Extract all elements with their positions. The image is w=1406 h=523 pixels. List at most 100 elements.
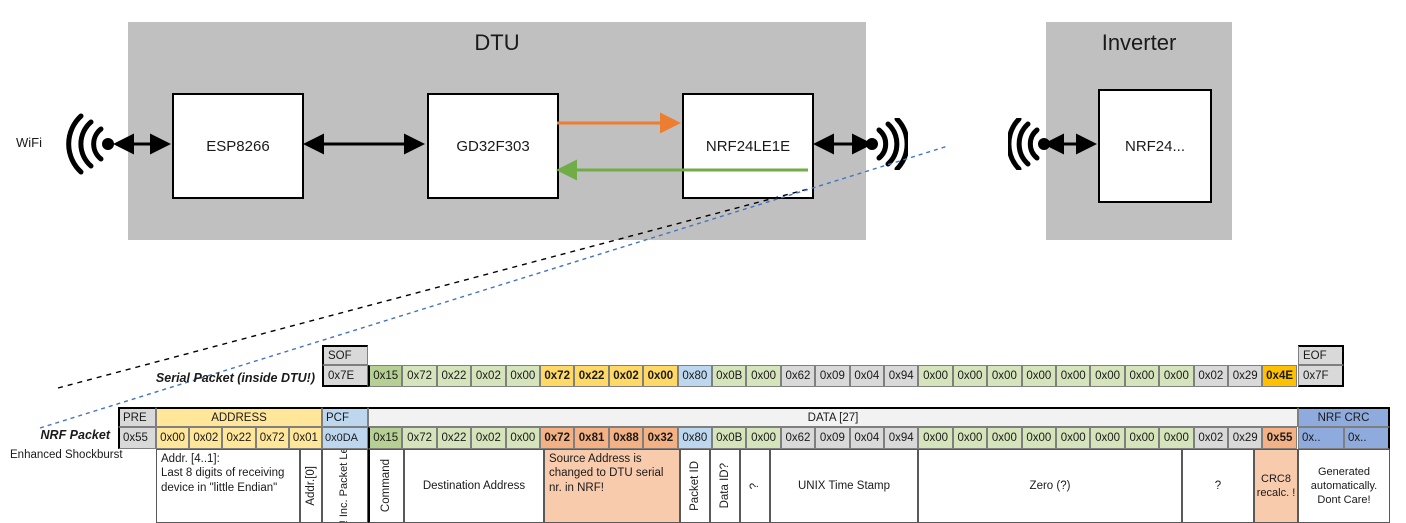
desc-unknown-1-text: ? [748, 482, 761, 490]
serial-packet-byte: 0x04 [849, 365, 884, 387]
nrf-packet-byte: 0x00 [746, 427, 781, 449]
serial-packet-label: Serial Packet (inside DTU!) [155, 371, 315, 385]
desc-zero: Zero (?) [918, 449, 1182, 523]
serial-packet-byte: 0x0B [712, 365, 747, 387]
nrf-packet-byte: 0x80 [677, 427, 712, 449]
nrf-crc-header: NRF CRC [1298, 407, 1390, 427]
desc-addr0-text: Addr.[0] [304, 466, 317, 506]
inverter-title: Inverter [1101, 30, 1177, 55]
nrf-address-byte: 0x22 [222, 427, 256, 449]
serial-packet-byte: 0x00 [918, 365, 953, 387]
nrf-packet-byte: 0x02 [1193, 427, 1228, 449]
nrf-packet-byte: 0x88 [608, 427, 644, 449]
serial-packet-byte: 0x15 [368, 365, 403, 387]
desc-nrf-crc-note: Generated automatically. Dont Care! [1298, 449, 1390, 523]
desc-unknown-1: ? [740, 449, 770, 523]
nrf-packet-byte: 0x09 [815, 427, 850, 449]
nrf-packet-byte: 0x00 [1124, 427, 1160, 449]
desc-address-block: Addr. [4..1]: Last 8 digits of receiving… [156, 449, 300, 523]
serial-packet-byte: 0x00 [1124, 365, 1160, 387]
nrf-packet-label: NRF Packet [40, 428, 110, 442]
serial-packet-byte: 0x29 [1228, 365, 1263, 387]
connector-arrows [113, 112, 1097, 181]
nrf-packet-byte: 0x00 [1056, 427, 1091, 449]
nrf-pcf-value: 0x0DA [322, 427, 368, 449]
desc-packet-id-text: Packet ID [688, 461, 701, 511]
nrf-packet-byte: 0x15 [368, 427, 403, 449]
nrf-address-byte: 0x01 [288, 427, 322, 449]
desc-crc8: CRC8 recalc. ! [1254, 449, 1298, 523]
serial-packet-byte: 0x80 [677, 365, 712, 387]
dtu-title: DTU [474, 30, 520, 55]
nrf-packet-byte: 0x00 [1159, 427, 1194, 449]
serial-packet-byte: 0x00 [952, 365, 988, 387]
serial-packet-byte: 0x72 [402, 365, 437, 387]
serial-packet-byte: 0x00 [746, 365, 781, 387]
nrf-address-header: ADDRESS [156, 407, 322, 427]
serial-packet-byte: 0x4E [1262, 365, 1297, 387]
nrf-packet-byte: 0x00 [505, 427, 540, 449]
desc-addr0: Addr.[0] [300, 449, 322, 523]
nrf-packet-byte: 0x62 [780, 427, 816, 449]
nrf-packet-byte: 0x72 [402, 427, 437, 449]
desc-source-address-text: Source Address is changed to DTU serial … [549, 453, 664, 494]
serial-packet-byte: 0x02 [471, 365, 506, 387]
serial-packet-byte: 0x02 [608, 365, 644, 387]
desc-unknown-2-text: ? [1214, 479, 1222, 492]
nrf-packet-byte: 0x94 [884, 427, 919, 449]
serial-packet-byte: 0x00 [1159, 365, 1194, 387]
serial-packet-byte: 0x22 [436, 365, 472, 387]
nrf-packet-byte: 0x02 [471, 427, 506, 449]
desc-command-text: Command [380, 459, 393, 513]
nrf-address-byte: 0x72 [255, 427, 289, 449]
desc-address-block-text: Addr. [4..1]: Last 8 digits of receiving… [161, 453, 285, 494]
nrf-shockburst-sublabel: Enhanced Shockburst [10, 449, 123, 461]
nrf-packet-byte: 0x22 [436, 427, 472, 449]
chip-nrf24: NRF24... [1098, 89, 1212, 203]
nrf-packet-byte: 0x00 [987, 427, 1022, 449]
nrf-address-byte: 0x00 [156, 427, 190, 449]
serial-packet-byte: 0x00 [1090, 365, 1125, 387]
desc-packet-id: Packet ID [680, 449, 710, 523]
nrf-address-byte: 0x02 [189, 427, 223, 449]
chip-nrf24-label: NRF24... [1124, 137, 1185, 155]
desc-pcf-text: 9 Bit! Inc. Packet Length [338, 449, 351, 523]
nrf-pre-value: 0x55 [118, 427, 156, 449]
desc-source-address: Source Address is changed to DTU serial … [544, 449, 680, 523]
serial-packet-byte: 0x09 [815, 365, 850, 387]
serial-packet-byte: 0x00 [1056, 365, 1091, 387]
nrf-crc-value-1: 0x.. [1344, 427, 1390, 449]
desc-unix-time-stamp: UNIX Time Stamp [770, 449, 918, 523]
serial-packet-byte: 0x94 [884, 365, 919, 387]
desc-zero-text: Zero (?) [1029, 479, 1071, 492]
serial-eof-header: EOF [1298, 345, 1344, 365]
nrf-packet-byte: 0x29 [1228, 427, 1263, 449]
nrf-packet-byte: 0x0B [712, 427, 747, 449]
serial-packet-byte: 0x00 [505, 365, 540, 387]
serial-packet-byte: 0x00 [1021, 365, 1056, 387]
nrf-crc-value-0: 0x.. [1298, 427, 1344, 449]
serial-sof-value: 0x7E [322, 365, 368, 387]
desc-command: Command [368, 449, 404, 523]
serial-packet-byte: 0x00 [643, 365, 678, 387]
desc-nrf-crc-note-text: Generated automatically. Dont Care! [1310, 465, 1378, 507]
nrf-packet-byte: 0x32 [643, 427, 678, 449]
desc-destination-address-text: Destination Address [422, 479, 526, 492]
serial-packet-byte: 0x62 [780, 365, 816, 387]
nrf-packet-byte: 0x00 [1021, 427, 1056, 449]
serial-packet-byte: 0x22 [574, 365, 609, 387]
wifi-label: WiFi [16, 135, 42, 150]
serial-packet-byte: 0x00 [987, 365, 1022, 387]
nrf-packet-byte: 0x55 [1262, 427, 1297, 449]
desc-destination-address: Destination Address [404, 449, 544, 523]
desc-pcf: 9 Bit! Inc. Packet Length [322, 449, 368, 523]
desc-crc8-text: CRC8 recalc. ! [1256, 472, 1296, 499]
desc-data-id-text: Data ID? [718, 463, 731, 509]
desc-unknown-2: ? [1182, 449, 1254, 523]
nrf-pre-header: PRE [118, 407, 156, 427]
nrf-packet-byte: 0x04 [849, 427, 884, 449]
nrf-pcf-header: PCF [322, 407, 368, 427]
serial-eof-value: 0x7F [1298, 365, 1344, 387]
nrf-data-header: DATA [27] [368, 407, 1298, 427]
desc-data-id: Data ID? [710, 449, 740, 523]
